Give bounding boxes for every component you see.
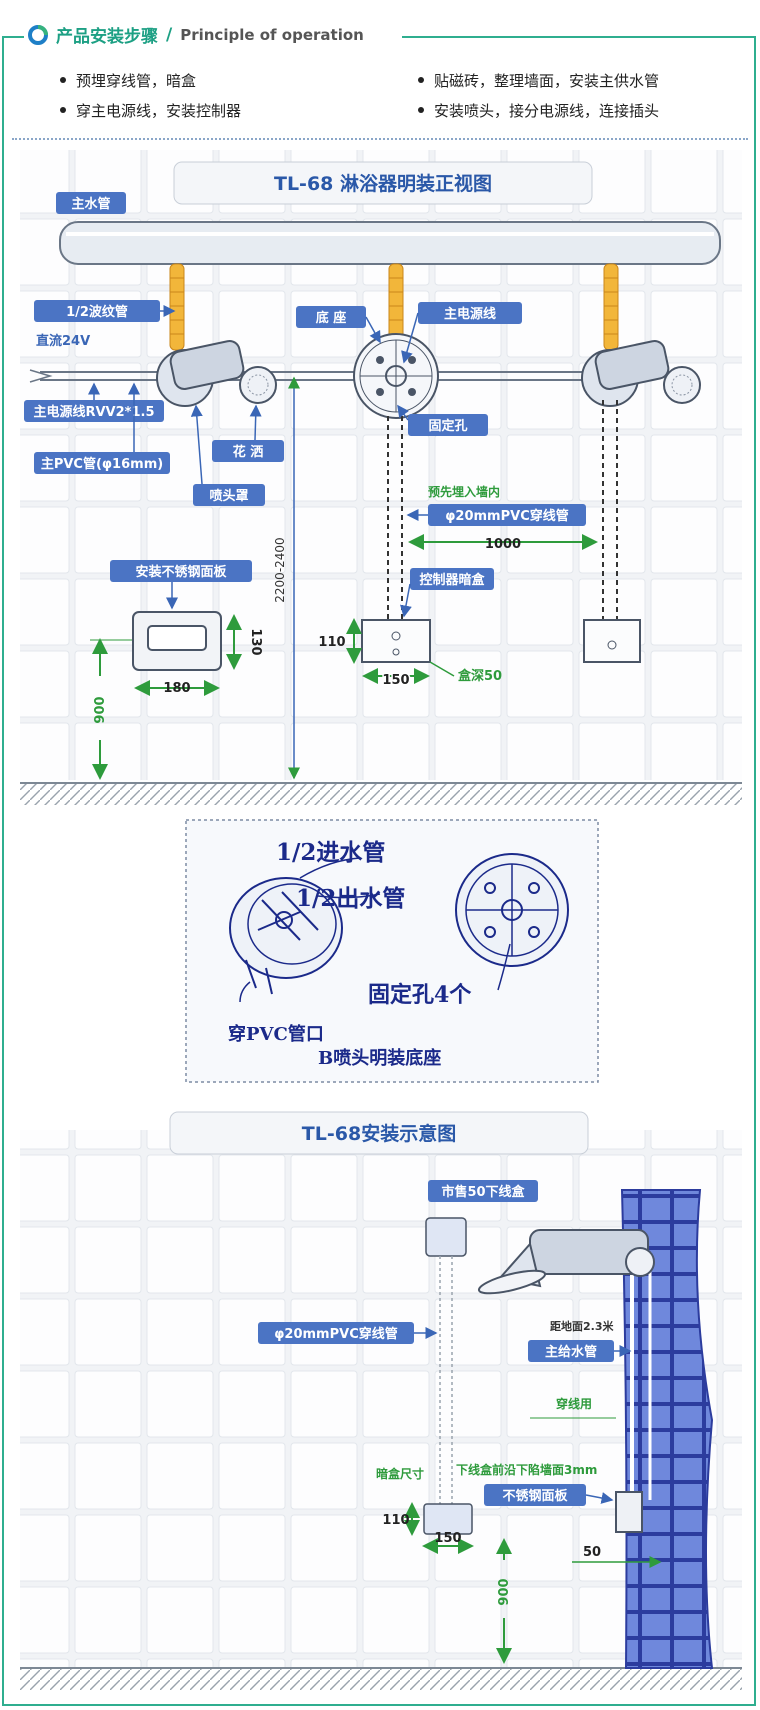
floor-hatch-2: [20, 1668, 742, 1690]
install-title: TL-68安装示意图: [302, 1122, 456, 1145]
base-detail-diagram: 1/2进水管 1/2出水管 固定孔4个 穿PVC管口 B喷头明装底座: [185, 819, 599, 1083]
detail-caption: B喷头明装底座: [318, 1047, 441, 1069]
front-view-diagram: TL-68 淋浴器明装正视图: [20, 150, 742, 805]
step-text: 安装喷头，接分电源线，连接插头: [434, 102, 660, 120]
shower-unit-right: [581, 339, 701, 407]
shower-head-side: [477, 1229, 655, 1295]
label-recess: 下线盒前沿下陷墙面3mm: [456, 1462, 597, 1477]
label-pvc20: φ20mmPVC穿线管: [445, 508, 568, 524]
dim-180: 180: [163, 681, 190, 696]
label-steel-panel-install: 不锈钢面板: [502, 1488, 568, 1504]
step-item: 穿主电源线，安装控制器: [60, 100, 241, 121]
step-item: 安装喷头，接分电源线，连接插头: [418, 100, 659, 121]
label-main-power-wire: 主电源线RVV2*1.5: [33, 404, 154, 420]
dim-50-install: 50: [583, 1545, 601, 1560]
label-fix-hole: 固定孔: [428, 418, 467, 434]
label-nozzle-cover: 喷头罩: [209, 488, 248, 504]
label-pvc-port: 穿PVC管口: [228, 1023, 324, 1045]
steel-panel-side: [615, 1491, 643, 1533]
concealed-box: [423, 1503, 473, 1535]
label-main-power: 主电源线: [444, 306, 496, 322]
dim-110-install: 110: [382, 1513, 409, 1528]
front-view-labels: 主水管 1/2波纹管 直流24V 主电源线RVV2*1.5 主PVC管(φ16m…: [24, 192, 586, 618]
label-main-pvc: 主PVC管(φ16mm): [41, 456, 163, 472]
install-diagram: TL-68安装示意图 市售50下线盒 距地面2.3米 主给水管: [20, 1111, 742, 1690]
label-main-water: 主水管: [71, 196, 110, 212]
step-item: 贴磁砖，整理墙面，安装主供水管: [418, 70, 659, 91]
label-corrugated: 1/2波纹管: [66, 304, 128, 320]
dim-900-install: 900: [497, 1578, 512, 1605]
title-english: Principle of operation: [180, 25, 364, 44]
controller-box: [361, 619, 431, 663]
box-50: [425, 1217, 467, 1257]
label-inlet: 1/2进水管: [276, 839, 385, 866]
shower-unit-left: [156, 339, 277, 407]
front-view-dimensions: 1000 180 130 900 2200-2400 110 150 盒深50: [90, 376, 598, 780]
front-view-title: TL-68 淋浴器明装正视图: [274, 172, 492, 195]
step-text: 穿主电源线，安装控制器: [76, 102, 242, 120]
step-text: 贴磁砖，整理墙面，安装主供水管: [434, 72, 660, 90]
install-dimensions: 110 150 50 900: [382, 1502, 662, 1664]
header-title: 产品安装步骤 / Principle of operation: [28, 22, 364, 47]
install-labels: 市售50下线盒 距地面2.3米 主给水管 φ20mmPVC穿线管 穿线用 暗盒尺…: [258, 1180, 632, 1506]
corrugated-hoses: [169, 263, 619, 351]
bullet-icon: [60, 76, 66, 83]
conduit-dashes: [387, 400, 618, 620]
label-wire-use: 穿线用: [556, 1396, 592, 1411]
label-box-size: 暗盒尺寸: [376, 1466, 424, 1481]
dim-150-install: 150: [434, 1531, 461, 1546]
header-line-right: [402, 36, 756, 38]
step-item: 预埋穿线管，暗盒: [60, 70, 196, 91]
base-front-drawing: [455, 853, 569, 967]
label-outlet: 1/2出水管: [296, 885, 405, 912]
tile-wall-2: [20, 1130, 742, 1668]
dim-150: 150: [382, 673, 409, 688]
label-fix-holes: 固定孔4个: [368, 982, 472, 1008]
logo-icon: [28, 24, 48, 45]
divider: [12, 138, 748, 140]
label-box-depth: 盒深50: [458, 668, 502, 684]
label-main-supply: 主给水管: [545, 1344, 597, 1360]
title-chinese: 产品安装步骤: [56, 27, 158, 47]
label-dc24: 直流24V: [36, 333, 90, 349]
dim-130: 130: [248, 628, 263, 655]
dim-110: 110: [318, 635, 345, 650]
label-shower-head: 花 洒: [233, 444, 264, 460]
install-title-plate: [169, 1111, 589, 1155]
dim-900: 900: [93, 696, 108, 723]
title-slash: /: [166, 24, 173, 45]
bullet-icon: [418, 106, 424, 113]
dim-height: 2200-2400: [273, 537, 287, 602]
dim-spacing: 1000: [485, 537, 521, 552]
label-steel-panel: 安装不锈钢面板: [135, 564, 227, 580]
label-height23: 距地面2.3米: [550, 1319, 614, 1333]
label-pre-embed: 预先埋入墙内: [428, 484, 500, 499]
label-box50: 市售50下线盒: [441, 1184, 525, 1200]
front-view-title-plate: [173, 161, 593, 205]
label-controller-box: 控制器暗盒: [419, 572, 485, 588]
header: 产品安装步骤 / Principle of operation: [0, 0, 760, 72]
label-base: 底 座: [316, 310, 347, 326]
label-pvc20-install: φ20mmPVC穿线管: [274, 1326, 397, 1342]
bullet-icon: [60, 106, 66, 113]
bullet-icon: [418, 76, 424, 83]
header-line-left: [4, 36, 24, 38]
base-perspective-drawing: [229, 877, 343, 995]
step-text: 预埋穿线管，暗盒: [76, 72, 197, 90]
brick-wall: [620, 1189, 714, 1669]
main-water-pipe: [59, 221, 721, 265]
floor-hatch: [20, 783, 742, 805]
base-plate: [353, 333, 439, 419]
content-frame: [2, 36, 756, 1706]
